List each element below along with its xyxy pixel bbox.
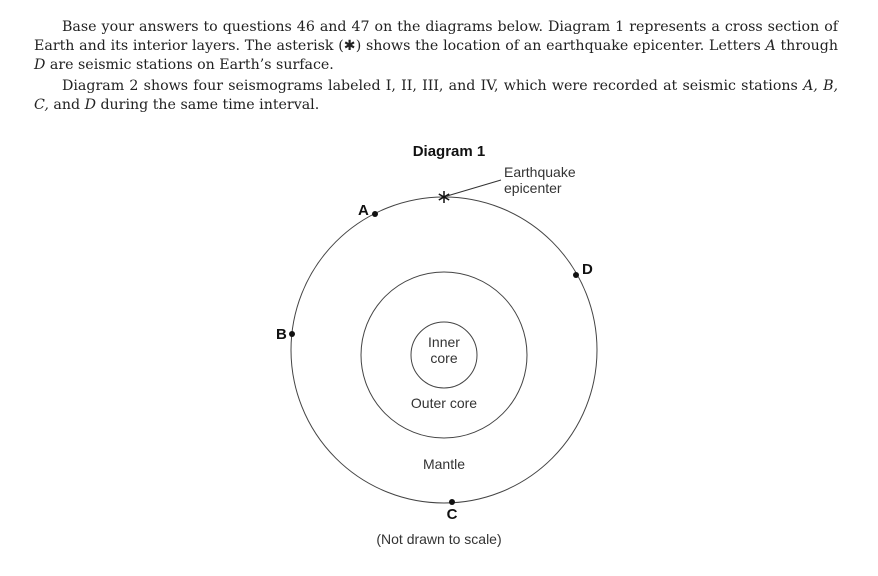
station-b-dot — [289, 331, 295, 337]
scale-note: (Not drawn to scale) — [376, 531, 501, 547]
epicenter-pointer-line — [446, 179, 502, 197]
text: ) shows the location of an earthquake ep… — [355, 38, 766, 54]
text: are seismic stations on Earth’s surface. — [45, 57, 334, 73]
station-a-label: A — [358, 202, 369, 219]
diagram-title: Diagram 1 — [413, 143, 486, 160]
epicenter-asterisk-icon — [438, 191, 450, 203]
station-c-dot — [449, 499, 455, 505]
text: D — [34, 57, 46, 73]
text: D — [84, 97, 96, 113]
station-d-dot — [573, 272, 579, 278]
mantle-label: Mantle — [423, 456, 465, 472]
intro-paragraph-2: Diagram 2 shows four seismograms labeled… — [34, 77, 838, 115]
epicenter-label: epicenter — [504, 180, 562, 196]
inner-core-label: Inner — [428, 334, 460, 350]
station-c-label: C — [447, 506, 458, 523]
text: A, B, C, — [34, 78, 838, 113]
inner-core-label: core — [430, 350, 457, 366]
text: during the same time interval. — [95, 97, 320, 113]
inner-core-circle — [410, 321, 478, 389]
epicenter-label: Earthquake — [504, 164, 576, 180]
text: and — [48, 97, 85, 113]
outer-core-circle — [360, 271, 528, 439]
station-a-dot — [372, 211, 378, 217]
text: A — [765, 38, 776, 54]
station-b-label: B — [276, 326, 287, 343]
station-d-label: D — [582, 261, 593, 278]
intro-paragraph-1: Base your answers to questions 46 and 47… — [34, 18, 838, 75]
outer-core-label: Outer core — [411, 395, 477, 411]
asterisk-icon: ✱ — [343, 38, 356, 54]
text: Diagram 2 shows four seismograms labeled… — [62, 78, 804, 94]
text: Base your answers to questions 46 and 47… — [34, 19, 838, 54]
text: through — [775, 38, 838, 54]
